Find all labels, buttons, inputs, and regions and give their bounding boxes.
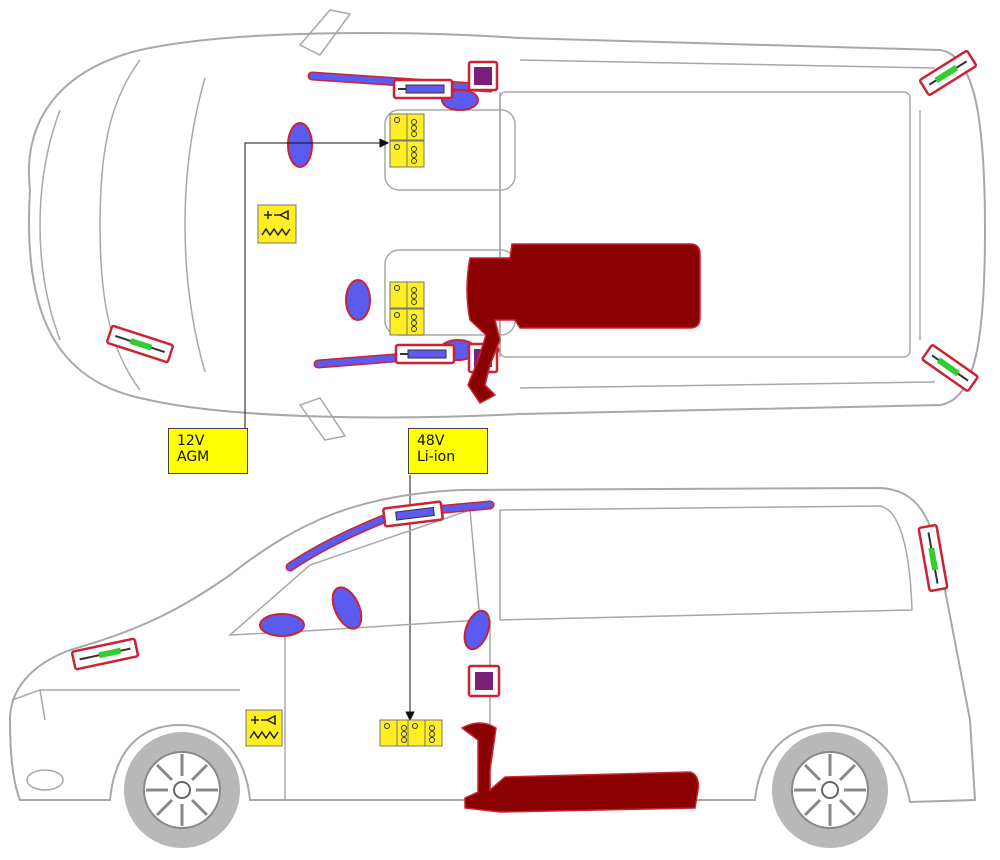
top-view xyxy=(28,9,987,441)
top-mirror-left xyxy=(298,9,352,56)
airbag-icon xyxy=(245,709,283,747)
top-gas-struts xyxy=(392,78,456,365)
callout-12v-type: AGM xyxy=(177,449,210,465)
side-lights xyxy=(70,523,949,671)
top-batteries xyxy=(389,113,425,336)
side-body-outline xyxy=(8,486,977,804)
front-wheel xyxy=(124,732,240,848)
side-airbags xyxy=(259,500,495,651)
top-lights xyxy=(106,50,979,392)
fuel-tank-icon xyxy=(460,722,700,813)
battery-icon xyxy=(389,281,425,309)
rear-wheel xyxy=(772,732,888,848)
callout-48v-type: Li-ion xyxy=(417,449,456,465)
battery-icon xyxy=(389,308,425,336)
airbag-passenger xyxy=(345,279,371,321)
side-batteries xyxy=(379,719,443,747)
battery-icon xyxy=(389,140,425,168)
top-mirror-right xyxy=(298,397,347,441)
callout-12v-battery: 12V AGM xyxy=(168,428,248,474)
callout-48v-voltage: 48V xyxy=(417,433,445,449)
side-control-unit xyxy=(467,664,501,698)
callout-48v-battery: 48V Li-ion xyxy=(408,428,488,474)
fuel-tank-icon xyxy=(466,243,701,404)
callout-12v-voltage: 12V xyxy=(177,433,205,449)
wheels xyxy=(124,732,888,848)
airbag-driver xyxy=(287,122,313,168)
top-body-outline xyxy=(28,32,987,419)
battery-icon xyxy=(407,719,443,747)
airbag-icon xyxy=(257,204,297,244)
airbag-driver-side xyxy=(259,613,305,637)
side-view xyxy=(8,486,977,804)
airbag-seat-side xyxy=(463,609,491,651)
battery-icon xyxy=(389,113,425,141)
airbag-knee-side xyxy=(331,586,363,630)
